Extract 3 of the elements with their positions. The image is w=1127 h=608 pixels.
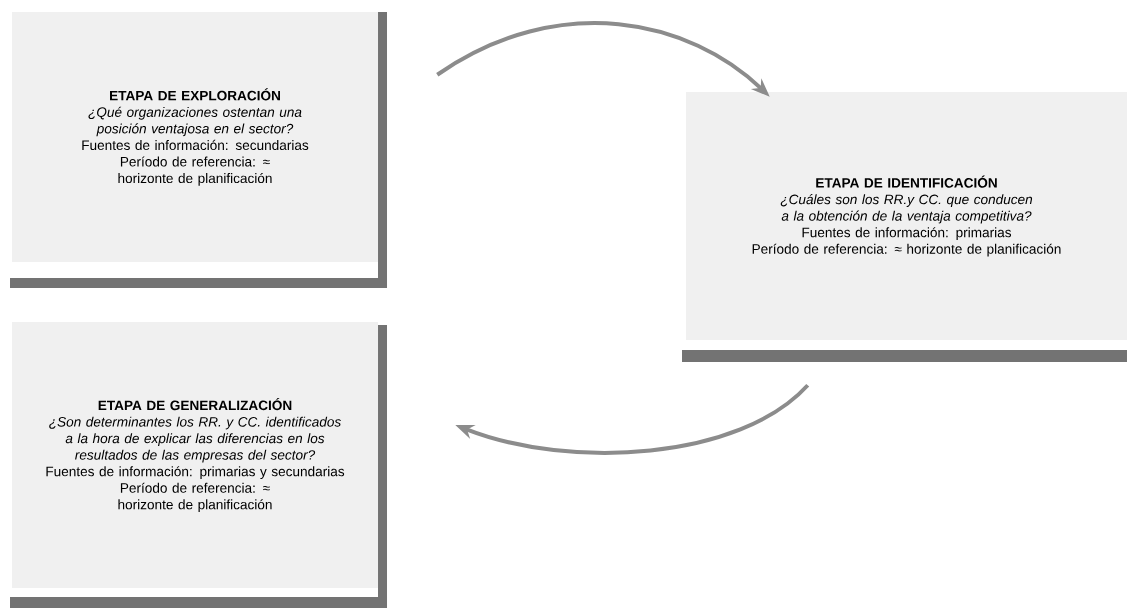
stage-box: ETAPA DE EXPLORACIÓN ¿Qué organizaciones ostentan una posición ventajosa en el sector? Fuentes de información: secundarias Período de referencia: ≈ horizonte de planificación: [10, 12, 387, 288]
stage-box: ETAPA DE IDENTIFICACIÓN ¿Cuáles son los RR.y CC. que conducen a la obtención de la ventaja competitiva? Fuentes de información: primarias Período de referencia: ≈ horizonte de planificación: [682, 92, 1127, 362]
stage-box: ETAPA DE GENERALIZACIÓN ¿Son determinantes los RR. y CC. identificados a la hora de explicar las diferencias en los resultados de las empresas del sector? Fuentes de información: primarias y secundarias Período de referencia: ≈ horizonte de planificación: [10, 322, 387, 608]
